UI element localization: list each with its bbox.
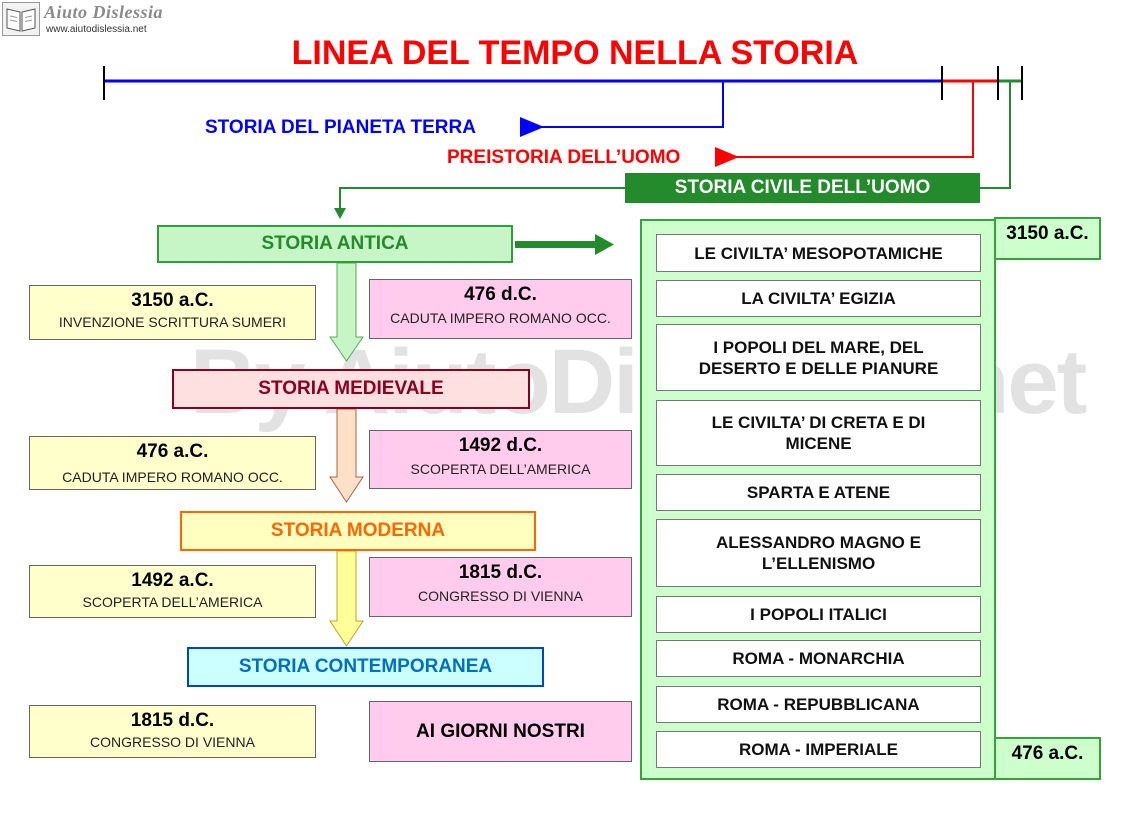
start-date-event: INVENZIONE SCRITTURA SUMERI <box>58 314 287 330</box>
start-date-value: 476 a.C. <box>136 441 209 462</box>
era-arrow-moderna <box>329 550 364 647</box>
era-storia-moderna: STORIA MODERNA <box>180 511 536 551</box>
panel-item: I POPOLI ITALICI <box>656 596 981 633</box>
end-date-event: CADUTA IMPERO ROMANO OCC. <box>390 310 611 326</box>
start-date-contemporanea: 1815 d.C. CONGRESSO DI VIENNA <box>29 705 316 758</box>
end-date-value: 476 d.C. <box>464 284 537 305</box>
panel-item: ROMA - IMPERIALE <box>656 731 981 768</box>
end-date-event: SCOPERTA DELL’AMERICA <box>410 461 591 477</box>
start-date-event: CONGRESSO DI VIENNA <box>90 734 255 750</box>
arrowhead-antica <box>334 208 346 219</box>
end-date-value: 1492 d.C. <box>458 435 543 456</box>
arrow-to-panel-head <box>595 234 614 255</box>
connector-prehistory <box>715 81 974 167</box>
era-storia-medievale: STORIA MEDIEVALE <box>172 369 530 409</box>
panel-item: ROMA - REPUBBLICANA <box>656 686 981 723</box>
start-date-medievale: 476 a.C. CADUTA IMPERO ROMANO OCC. <box>29 436 316 490</box>
label-storia-pianeta-terra: STORIA DEL PIANETA TERRA <box>205 117 476 138</box>
panel-item: ROMA - MONARCHIA <box>656 640 981 677</box>
panel-item: SPARTA E ATENE <box>656 474 981 511</box>
start-date-value: 1492 a.C. <box>131 570 214 591</box>
end-date-event: CONGRESSO DI VIENNA <box>418 588 583 604</box>
panel-item: LA CIVILTA’ EGIZIA <box>656 280 981 317</box>
start-date-value: 1815 d.C. <box>130 710 215 731</box>
label-preistoria: PREISTORIA DELL’UOMO <box>447 147 681 168</box>
end-date-medievale: 1492 d.C. SCOPERTA DELL’AMERICA <box>369 430 632 489</box>
label-storia-civile: STORIA CIVILE DELL’UOMO <box>625 173 980 203</box>
logo: Aiuto Dislessia www.aiutodislessia.net <box>2 2 172 38</box>
connector-civil <box>980 81 1011 189</box>
end-date-antica: 476 d.C. CADUTA IMPERO ROMANO OCC. <box>369 279 632 339</box>
start-date-value: 3150 a.C. <box>131 290 214 311</box>
logo-url: www.aiutodislessia.net <box>46 24 147 35</box>
connector-earth <box>520 81 724 137</box>
panel-item: I POPOLI DEL MARE, DEL DESERTO E DELLE P… <box>656 324 981 391</box>
start-date-event: CADUTA IMPERO ROMANO OCC. <box>62 469 283 485</box>
era-arrow-medievale <box>329 408 364 503</box>
era-storia-antica: STORIA ANTICA <box>157 225 513 263</box>
start-date-event: SCOPERTA DELL’AMERICA <box>82 594 263 610</box>
era-arrow-antica <box>329 262 364 362</box>
panel-item: LE CIVILTA’ MESOPOTAMICHE <box>656 234 981 272</box>
panel-item: ALESSANDRO MAGNO E L’ELLENISMO <box>656 519 981 587</box>
book-icon <box>2 2 40 36</box>
connector-antica <box>339 187 625 210</box>
end-date-value: 1815 d.C. <box>458 562 543 583</box>
start-date-antica: 3150 a.C. INVENZIONE SCRITTURA SUMERI <box>29 285 316 340</box>
end-date-event: AI GIORNI NOSTRI <box>416 720 585 742</box>
end-date-moderna: 1815 d.C. CONGRESSO DI VIENNA <box>369 557 632 617</box>
start-date-moderna: 1492 a.C. SCOPERTA DELL’AMERICA <box>29 565 316 618</box>
era-storia-contemporanea: STORIA CONTEMPORANEA <box>187 647 544 687</box>
page-title: LINEA DEL TEMPO NELLA STORIA <box>291 34 859 72</box>
panel-end-date: 476 a.C. <box>994 737 1101 780</box>
end-date-contemporanea: AI GIORNI NOSTRI <box>369 701 632 762</box>
arrow-to-panel-shaft <box>515 241 597 248</box>
logo-name: Aiuto Dislessia <box>44 2 164 22</box>
panel-start-date: 3150 a.C. <box>994 217 1101 260</box>
panel-item: LE CIVILTA’ DI CRETA E DI MICENE <box>656 400 981 466</box>
